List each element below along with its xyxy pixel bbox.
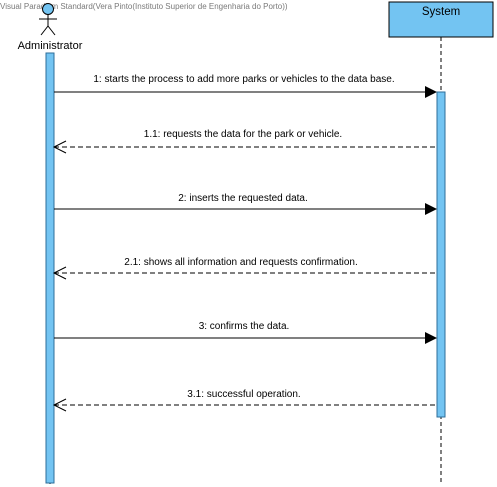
filled-arrowhead-icon [425,332,437,344]
message-label: 2.1: shows all information and requests … [124,257,357,268]
watermark-text: Visual Paradigm Standard(Vera Pinto(Inst… [0,2,288,11]
stick-figure-actor-icon [39,3,57,36]
open-arrowhead-icon [52,398,67,412]
message-label: 1: starts the process to add more parks … [93,74,394,85]
message-1: 1: starts the process to add more parks … [54,74,437,98]
system-lifeline-label: System [422,6,460,18]
message-3: 3: confirms the data. [54,321,437,344]
open-arrowhead-icon [52,140,67,154]
message-label: 2: inserts the requested data. [178,193,308,204]
message-1-1: 1.1: requests the data for the park or v… [52,129,437,154]
message-2-1: 2.1: shows all information and requests … [52,257,437,280]
message-3-1: 3.1: successful operation. [52,389,437,412]
open-arrowhead-icon [52,266,67,280]
actor-label: Administrator [18,40,83,52]
system-activation-bar [436,91,446,418]
actor-activation-bar [45,52,55,484]
message-label: 3.1: successful operation. [187,389,300,400]
message-label: 1.1: requests the data for the park or v… [144,129,342,140]
filled-arrowhead-icon [425,203,437,215]
message-2: 2: inserts the requested data. [54,193,437,215]
system-lifeline-box [388,1,494,38]
message-label: 3: confirms the data. [199,321,290,332]
filled-arrowhead-icon [425,86,437,98]
actor-head [42,3,54,15]
